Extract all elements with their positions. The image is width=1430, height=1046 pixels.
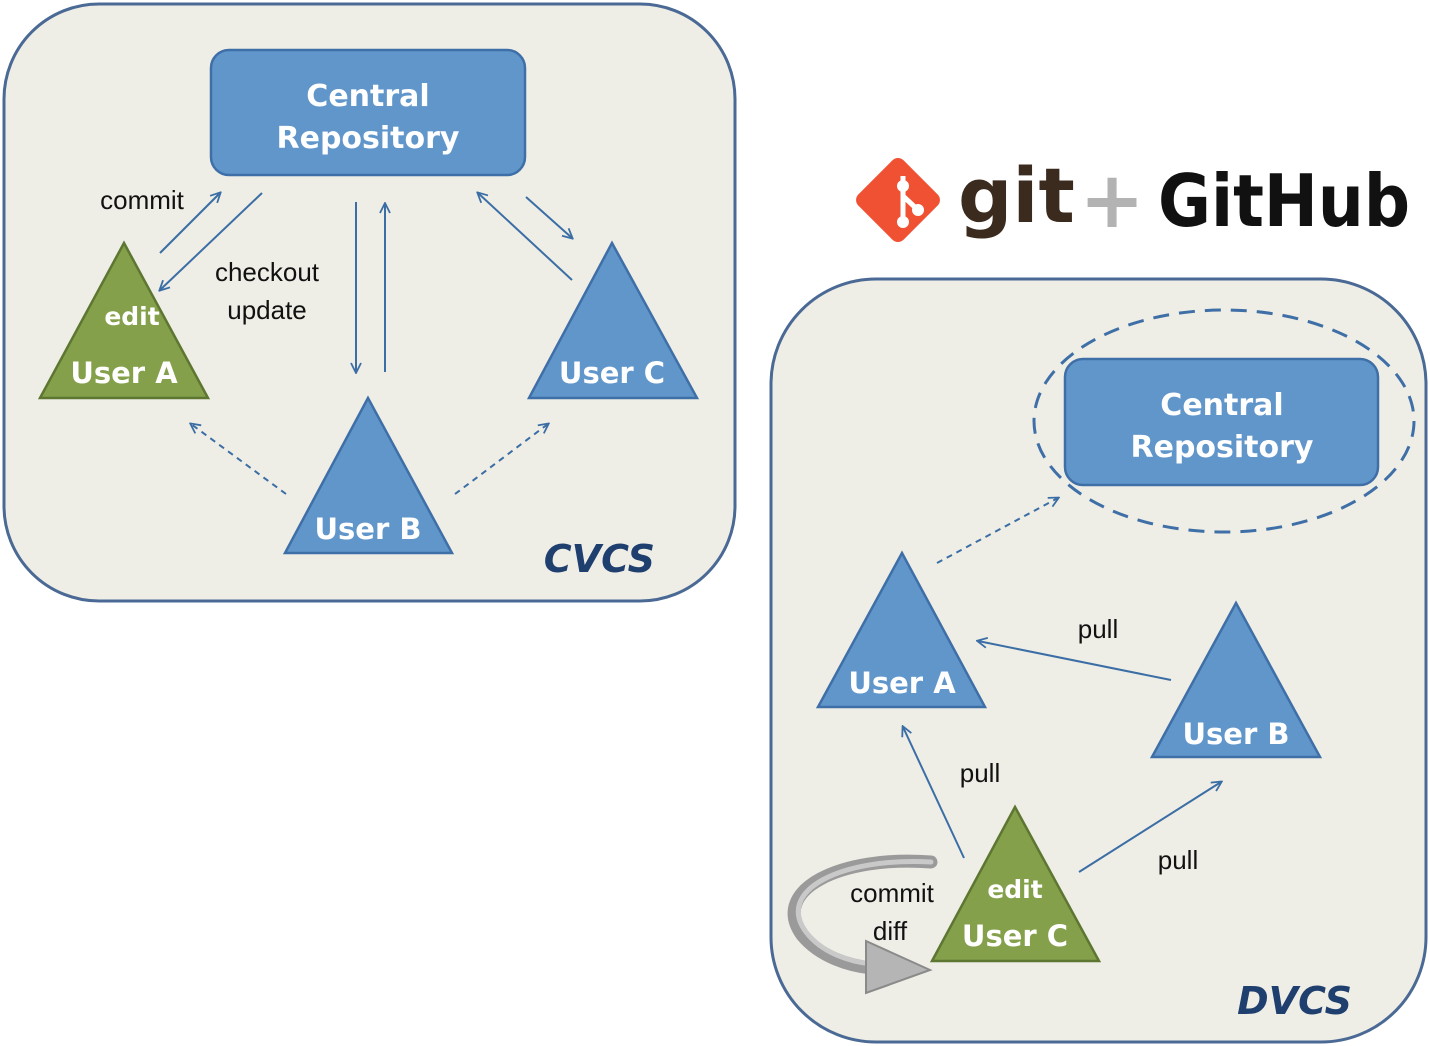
- cvcs-user-b-node: [282, 395, 455, 555]
- cvcs-repo-label-2: Repository: [277, 121, 460, 156]
- dvcs-diff-label: diff: [873, 916, 908, 946]
- dvcs-commit-loop-arrow: [787, 854, 938, 995]
- dvcs-user-a-node: [815, 550, 988, 709]
- dvcs-commit-label: commit: [850, 878, 935, 908]
- cvcs-user-b-label: User B: [315, 512, 422, 546]
- cvcs-dashed-arrow-b-to-a: [191, 424, 287, 495]
- dvcs-pull-label-cb: pull: [1158, 845, 1198, 875]
- dvcs-arrow-pull-c-to-b: [1078, 782, 1221, 873]
- cvcs-update-label: update: [227, 295, 307, 325]
- dvcs-central-repository-box: [1063, 357, 1380, 487]
- dvcs-arrow-pull-b-to-a: [978, 641, 1172, 681]
- cvcs-arrow-commit: [159, 193, 220, 254]
- cvcs-user-a-edit-label: edit: [104, 302, 159, 331]
- cvcs-arrow-checkout: [160, 192, 263, 290]
- dvcs-dashed-arrow-a-to-repo: [936, 498, 1058, 564]
- git-logo-icon: [856, 158, 940, 242]
- cvcs-checkout-label: checkout: [215, 257, 320, 287]
- cvcs-title: CVCS: [544, 537, 655, 581]
- git-github-logo: git + GitHub: [856, 151, 1410, 246]
- dvcs-user-b-node: [1149, 600, 1323, 759]
- cvcs-dashed-arrow-b-to-c: [454, 424, 548, 495]
- cvcs-user-a-label: User A: [70, 356, 178, 390]
- dvcs-user-a-label: User A: [848, 666, 956, 700]
- dvcs-panel: Central Repository User A User B edit Us…: [769, 277, 1428, 1044]
- cvcs-panel: Central Repository edit User A User B Us…: [2, 2, 737, 603]
- dvcs-arrow-pull-c-to-a: [903, 727, 965, 859]
- cvcs-arrow-repo-to-c: [525, 196, 572, 238]
- dvcs-repo-label-2: Repository: [1131, 430, 1314, 465]
- dvcs-user-c-label: User C: [962, 919, 1068, 953]
- dvcs-user-c-node: [929, 804, 1102, 963]
- cvcs-central-repository-box: [209, 48, 527, 177]
- dvcs-pull-label-ca: pull: [960, 758, 1000, 788]
- dvcs-title: DVCS: [1237, 979, 1352, 1023]
- cvcs-user-c-node: [526, 240, 700, 400]
- dvcs-pull-label-ab: pull: [1078, 614, 1118, 644]
- dvcs-repo-label-1: Central: [1160, 388, 1283, 423]
- git-logo-text: git: [958, 151, 1075, 240]
- cvcs-user-c-label: User C: [559, 356, 665, 390]
- cvcs-commit-label: commit: [100, 185, 185, 215]
- cvcs-user-a-node: [37, 240, 211, 400]
- dvcs-user-c-edit-label: edit: [987, 875, 1042, 904]
- cvcs-panel-frame: [2, 2, 737, 603]
- dvcs-repo-dashed-ellipse: [1032, 308, 1416, 534]
- github-logo-text: GitHub: [1158, 159, 1410, 243]
- plus-sign: +: [1079, 156, 1144, 246]
- cvcs-repo-label-1: Central: [306, 79, 429, 114]
- dvcs-user-b-label: User B: [1183, 717, 1290, 751]
- cvcs-arrow-c-to-repo: [478, 193, 573, 281]
